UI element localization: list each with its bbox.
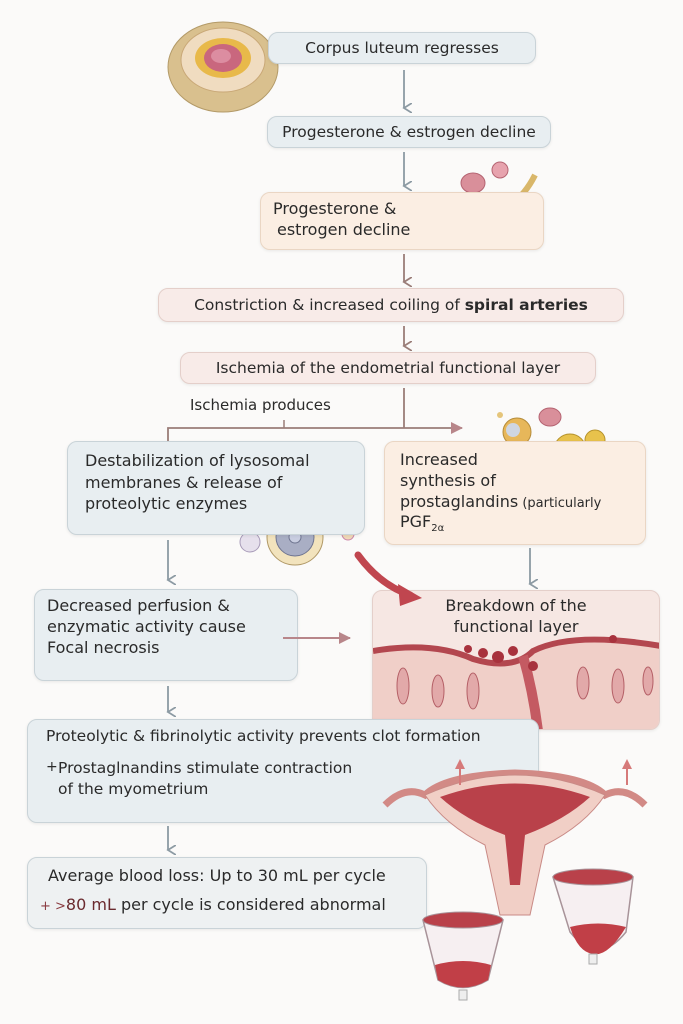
step-lysosomal-line3: proteolytic enzymes <box>85 494 248 514</box>
step-contraction-line2: of the myometrium <box>58 780 209 799</box>
abnormal-prefix: + > <box>40 898 66 914</box>
step-prostaglandins-line2: synthesis of <box>400 470 496 490</box>
step-prostaglandins-line1: Increased <box>400 450 478 469</box>
step-spiral-arteries-bold: spiral arteries <box>464 295 588 314</box>
step-hormone-decline: Progesterone & estrogen decline <box>267 116 551 148</box>
step-breakdown-line2: functional layer <box>453 616 579 636</box>
step-hormone-decline-detail-line2: estrogen decline <box>277 219 411 239</box>
step-breakdown-line1: Breakdown of the <box>445 596 587 615</box>
step-focal-necrosis-line3: Focal necrosis <box>47 637 160 657</box>
blood-loss-value: Up to 30 mL per cycle <box>204 866 386 885</box>
step-prostaglandins-pgf: PGF <box>400 512 432 532</box>
step-lysosomal: Destabilization of lysosomal membranes &… <box>67 441 365 535</box>
step-hormone-decline-detail: Progesterone & estrogen decline <box>260 192 544 250</box>
step-hormone-decline-detail-line1: Progesterone & <box>273 199 397 218</box>
menstrual-cup-small-icon <box>422 911 504 1001</box>
arrow-lysosomal-to-breakdown-head <box>398 584 422 606</box>
step-prostaglandins-line3: prostaglandins <box>400 491 519 511</box>
step-spiral-arteries-text: Constriction & increased coiling of <box>194 295 465 314</box>
step-prostaglandins: Increased synthesis of prostaglandins (p… <box>384 441 646 545</box>
step-focal-necrosis-line2: enzymatic activity cause <box>47 616 246 636</box>
menstrual-cup-large-icon <box>552 868 634 965</box>
step-lysosomal-line2: membranes & release of <box>85 472 283 492</box>
step-hormone-decline-text: Progesterone & estrogen decline <box>282 122 536 141</box>
connector-ischemia-branch <box>167 388 462 441</box>
step-focal-necrosis: Decreased perfusion & enzymatic activity… <box>34 589 298 681</box>
step-contraction-line1: Prostaglnandins stimulate contraction <box>58 759 353 778</box>
step-focal-necrosis-line1: Decreased perfusion & <box>47 596 230 615</box>
ischemia-produces-label: Ischemia produces <box>190 396 331 414</box>
step-spiral-arteries: Constriction & increased coiling of spir… <box>158 288 624 322</box>
step-lysosomal-line1: Destabilization of lysosomal <box>85 451 310 470</box>
step-blood-loss: Average blood loss: Up to 30 mL per cycl… <box>27 857 427 929</box>
blood-loss-label: Average blood loss: <box>48 866 205 885</box>
step-ischemia-text: Ischemia of the endometrial functional l… <box>215 358 561 377</box>
step-clot-prevention-text: Proteolytic & fibrinolytic activity prev… <box>46 727 481 745</box>
step-ischemia: Ischemia of the endometrial functional l… <box>180 352 596 384</box>
corpus-luteum-illustration <box>167 21 279 113</box>
uterus-illustration <box>382 759 648 916</box>
step-corpus-luteum: Corpus luteum regresses <box>268 32 536 64</box>
step-prostaglandins-particularly: (particularly <box>518 495 602 511</box>
abnormal-rest: per cycle is considered abnormal <box>115 894 386 914</box>
step-prostaglandins-subscript: 2α <box>431 523 445 535</box>
abnormal-value: 80 mL <box>65 894 116 914</box>
step-corpus-luteum-text: Corpus luteum regresses <box>305 38 499 57</box>
step-breakdown: Breakdown of the functional layer <box>372 590 660 730</box>
plus-icon: + <box>46 759 58 776</box>
endometrium-illustration <box>373 635 659 729</box>
